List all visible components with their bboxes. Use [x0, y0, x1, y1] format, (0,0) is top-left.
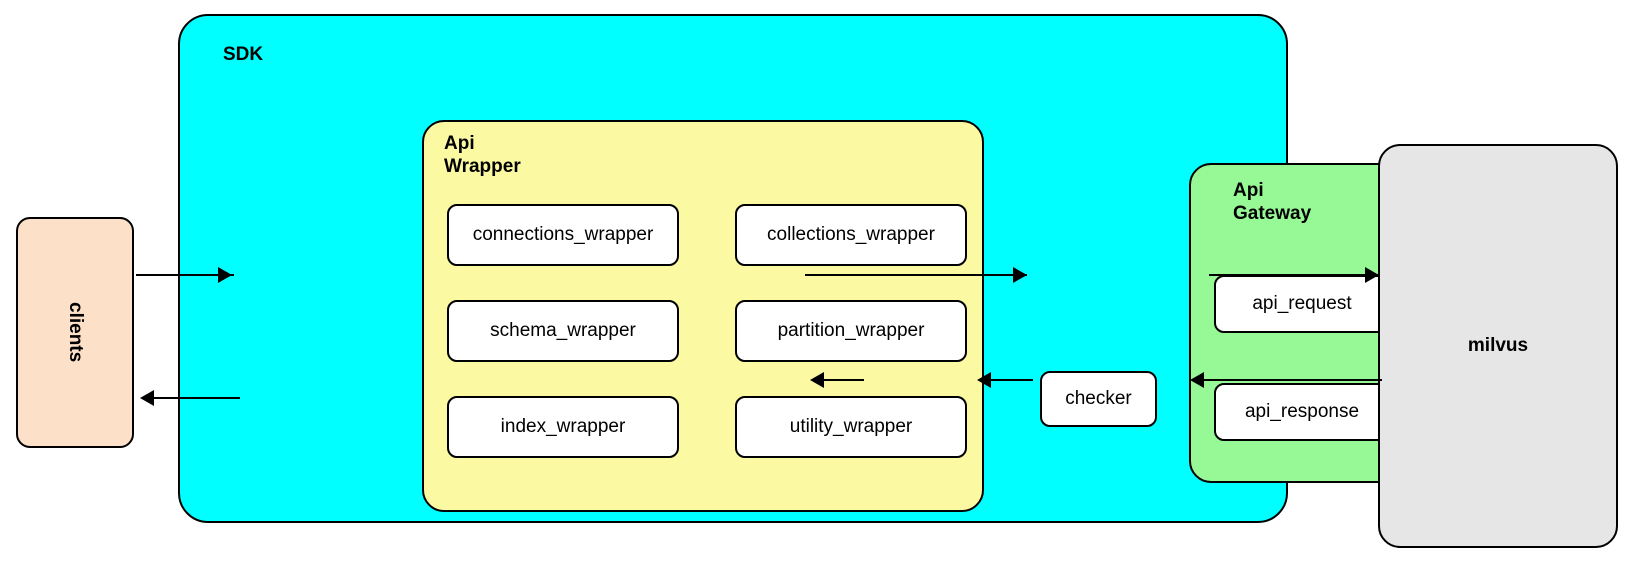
milvus-label: milvus: [1467, 335, 1529, 356]
arrowhead-left-icon: [977, 372, 991, 388]
milvus-node[interactable]: milvus: [1378, 144, 1618, 548]
connector-checker-to-wrapper: [818, 379, 864, 381]
arrowhead-right-icon: [1013, 267, 1027, 283]
api-response-node[interactable]: api_response: [1214, 383, 1390, 441]
api-wrapper-label: Api Wrapper: [444, 133, 521, 177]
connector-wrapper-to-gateway: [805, 274, 1027, 276]
arrowhead-left-icon: [140, 390, 154, 406]
arrowhead-left-icon: [810, 372, 824, 388]
api-gateway-label: Api Gateway: [1233, 180, 1312, 224]
schema-wrapper-node[interactable]: schema_wrapper: [447, 300, 679, 362]
connector-request-to-milvus: [1209, 274, 1379, 276]
clients-node[interactable]: clients: [16, 217, 134, 448]
connector-milvus-to-response: [1196, 379, 1382, 381]
sdk-container[interactable]: SDK Api Wrapper connections_wrapper coll…: [178, 14, 1417, 523]
partition-wrapper-node[interactable]: partition_wrapper: [735, 300, 967, 362]
api-wrapper-container[interactable]: Api Wrapper connections_wrapper collecti…: [422, 120, 984, 512]
api-request-node[interactable]: api_request: [1214, 275, 1390, 333]
arrowhead-right-icon: [1365, 267, 1379, 283]
connector-clients-to-sdk: [136, 274, 234, 276]
sdk-label: SDK: [223, 44, 264, 65]
connections-wrapper-node[interactable]: connections_wrapper: [447, 204, 679, 266]
checker-node[interactable]: checker: [1040, 371, 1157, 427]
arrowhead-left-icon: [1190, 372, 1204, 388]
clients-label: clients: [65, 302, 86, 363]
index-wrapper-node[interactable]: index_wrapper: [447, 396, 679, 458]
utility-wrapper-node[interactable]: utility_wrapper: [735, 396, 967, 458]
arrowhead-right-icon: [218, 267, 232, 283]
collections-wrapper-node[interactable]: collections_wrapper: [735, 204, 967, 266]
connector-sdk-to-clients: [148, 397, 240, 399]
connector-response-to-checker: [985, 379, 1033, 381]
